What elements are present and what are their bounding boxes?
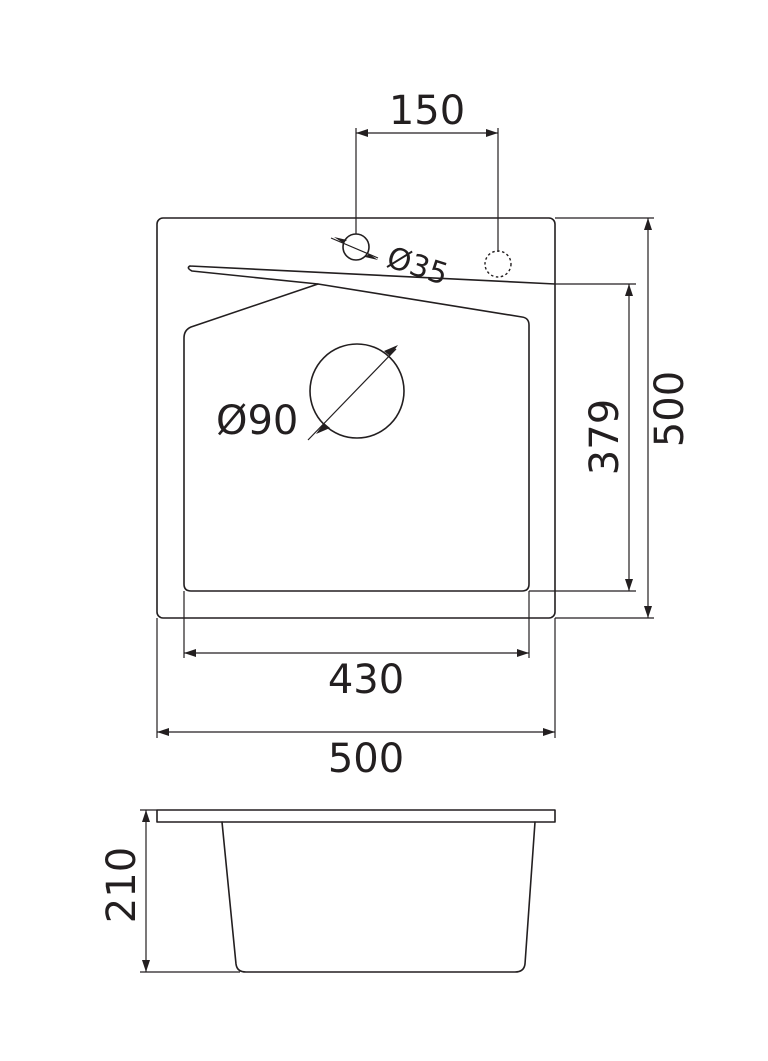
side-bowl	[221, 821, 536, 973]
side-view: 210	[99, 809, 556, 973]
dimension-bowl-width: 430	[183, 591, 530, 703]
hole-spacing-label: 150	[389, 88, 465, 134]
dimension-total-width: 500	[156, 618, 556, 782]
drain-leader	[307, 348, 397, 441]
faucet-hole-diameter-label: Ø35	[383, 240, 453, 292]
bowl-width-label: 430	[328, 657, 404, 703]
sink-height-label: 210	[99, 847, 145, 923]
side-rim	[156, 809, 556, 823]
drain-diameter-label: Ø90	[216, 398, 298, 444]
optional-hole	[484, 250, 512, 278]
dimension-hole-spacing: 150	[355, 88, 499, 252]
bowl-outline	[183, 283, 530, 592]
drainboard-edge	[187, 265, 556, 285]
dimension-total-depth: 500	[555, 217, 693, 619]
faucet-leader-arrow	[334, 237, 347, 243]
bowl-depth-label: 379	[582, 399, 628, 475]
faucet-hole	[342, 233, 370, 261]
faucet-hole-leader	[330, 237, 379, 259]
total-depth-label: 500	[647, 371, 693, 447]
drain-hole	[309, 343, 405, 439]
drain-leader-arrow	[384, 345, 398, 356]
total-width-label: 500	[328, 736, 404, 782]
faucet-leader-arrow	[365, 254, 378, 260]
drain-leader-arrow	[316, 423, 330, 434]
dimension-bowl-depth: 379	[529, 283, 636, 592]
